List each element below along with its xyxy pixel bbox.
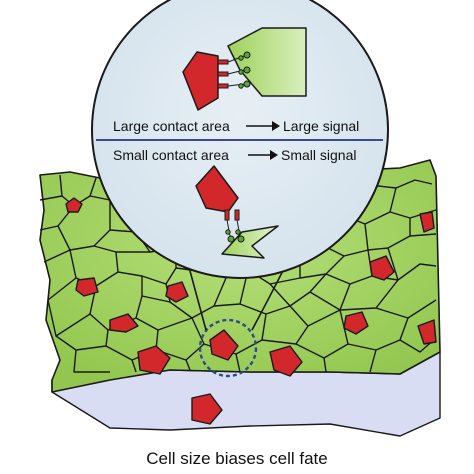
small-signal-label: Small signal bbox=[281, 147, 356, 163]
red-cell bbox=[75, 277, 99, 297]
red-cell bbox=[209, 329, 239, 361]
red-cell bbox=[65, 197, 83, 213]
arrow-right-icon bbox=[246, 121, 280, 131]
red-cell bbox=[191, 393, 223, 425]
green-cell-small bbox=[221, 225, 279, 259]
small-contact-illustration bbox=[195, 165, 279, 259]
red-cell bbox=[369, 255, 395, 281]
highlight-circle bbox=[198, 318, 258, 378]
figure-caption: Cell size biases cell fate bbox=[146, 449, 327, 468]
receptor-icon bbox=[224, 209, 245, 243]
receptor-icon bbox=[217, 51, 251, 89]
large-signal-label: Large signal bbox=[283, 118, 359, 134]
red-cell bbox=[269, 345, 303, 377]
red-cell bbox=[109, 313, 139, 333]
red-cell-large bbox=[182, 51, 219, 111]
red-cell bbox=[419, 211, 435, 233]
red-cell bbox=[137, 345, 171, 375]
large-contact-illustration bbox=[182, 27, 307, 111]
lens-circle bbox=[91, 0, 389, 279]
small-contact-label: Small contact area bbox=[113, 147, 229, 163]
large-contact-label: Large contact area bbox=[113, 118, 230, 134]
magnifier-lens: Large contact area Large signal Small co… bbox=[91, 0, 389, 279]
red-cell bbox=[165, 281, 189, 303]
signal-cells bbox=[65, 197, 437, 425]
red-cell-small bbox=[195, 165, 239, 213]
red-cell bbox=[343, 311, 369, 335]
red-cell bbox=[417, 319, 437, 345]
arrow-right-icon bbox=[248, 150, 278, 160]
